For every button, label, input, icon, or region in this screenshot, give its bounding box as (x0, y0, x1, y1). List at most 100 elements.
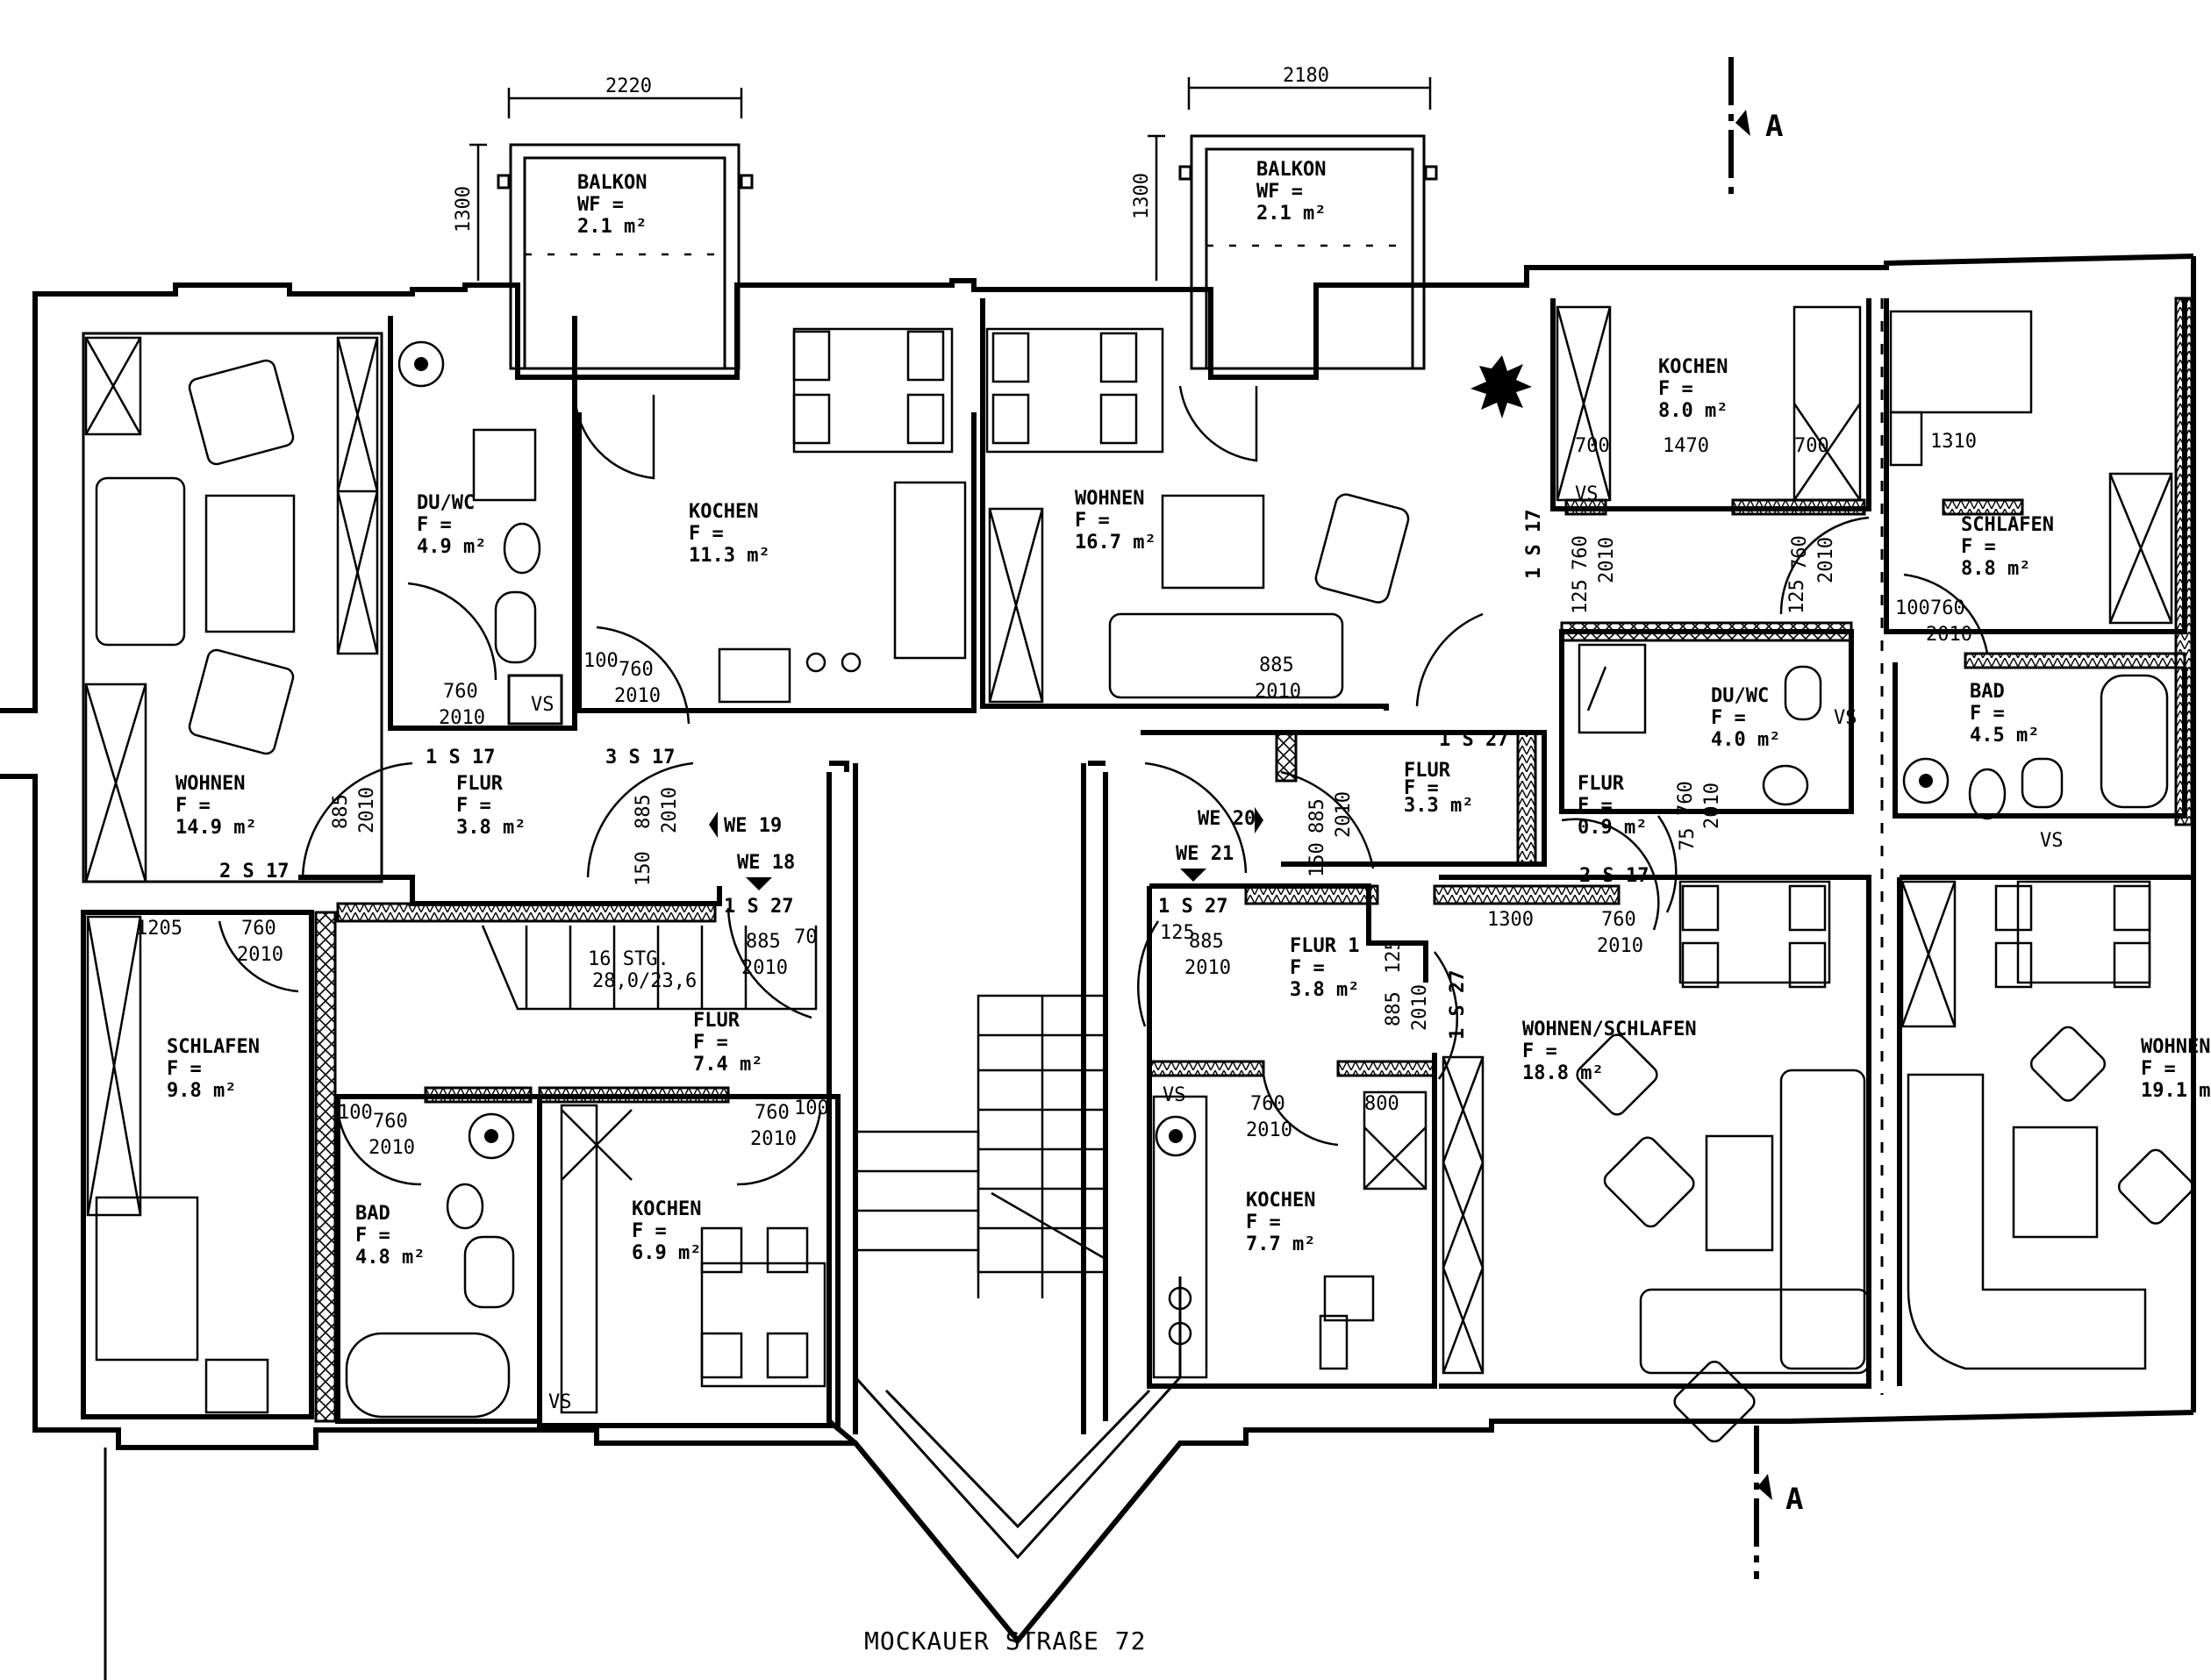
plan-text: FLUR (1578, 773, 1625, 795)
door-swings (218, 385, 1989, 1186)
balcony-right-depth-dim: 1300 (1131, 173, 1153, 219)
plan-text: 11.3 m² (689, 545, 770, 567)
plan-text: 760 (1675, 781, 1697, 816)
street-label: MOCKAUER STRAßE 72 (864, 1626, 1146, 1655)
plan-text: 0.9 m² (1578, 817, 1647, 839)
plan-text: DU/WC (1711, 685, 1769, 707)
plan-text: 885 (1306, 798, 1328, 833)
balcony-left-area-label: WF = (577, 194, 624, 216)
balcony-left-depth-dim: 1300 (453, 186, 475, 232)
balcony-right-name: BALKON (1256, 159, 1326, 181)
unit-label-we20: WE 20 (1198, 808, 1256, 830)
section-marker-top[interactable]: A (1728, 57, 1783, 197)
plan-text: VS (1834, 707, 1857, 729)
plan-text: KOCHEN (632, 1198, 701, 1220)
plan-text: 28,0/23,6 (592, 970, 697, 992)
plan-text: WOHNEN/SCHLAFEN (1522, 1019, 1697, 1040)
plan-text: 700 (1794, 435, 1829, 457)
plan-text: F = (1246, 1212, 1281, 1233)
plan-text: FLUR (1404, 760, 1451, 782)
plan-text: F = (2141, 1058, 2176, 1080)
plan-text: 8.0 m² (1658, 400, 1728, 422)
plan-text: F = (1578, 795, 1613, 817)
plan-text: KOCHEN (1658, 356, 1728, 378)
unit-label-we21: WE 21 (1176, 843, 1234, 865)
plan-text: FLUR (456, 773, 504, 795)
plan-text: 3.8 m² (456, 817, 526, 839)
plan-text: 3.3 m² (1404, 795, 1473, 817)
plan-text: 2010 (1184, 957, 1231, 979)
plan-text: 4.9 m² (417, 536, 486, 558)
plan-text: 8.8 m² (1961, 558, 2030, 580)
plan-text: 2010 (750, 1128, 797, 1150)
plan-text: F = (632, 1220, 667, 1242)
unit-label-we18: WE 18 (737, 852, 795, 874)
plan-text: 2010 (237, 944, 283, 966)
plan-text: 760 (755, 1102, 790, 1124)
plan-text: F = (417, 514, 452, 536)
section-marker-bottom[interactable]: A (1754, 1426, 1803, 1579)
plan-text: 100 (583, 650, 619, 672)
plan-text: 2010 (614, 685, 661, 707)
plan-text: 4.5 m² (1970, 725, 2039, 747)
plan-text: 100 (338, 1102, 373, 1124)
plan-text: 885 (1259, 654, 1294, 676)
plan-text: 2010 (1246, 1119, 1292, 1141)
plan-text: 2010 (356, 787, 378, 833)
balcony-right-area: 2.1 m² (1256, 203, 1326, 225)
plan-text: F = (1658, 378, 1693, 400)
section-marker-top-label: A (1765, 109, 1783, 144)
plan-text: DU/WC (417, 492, 475, 514)
room-du-wc-4-9: DU/WCF =4.9 m² (417, 492, 486, 558)
plan-text: 760 (1930, 597, 1965, 619)
plan-text: F = (1290, 957, 1325, 979)
plan-text: 2010 (1597, 935, 1643, 957)
plan-text: 150 (1306, 842, 1328, 877)
plan-text: 9.8 m² (167, 1080, 236, 1102)
section-marker-bottom-label: A (1785, 1482, 1803, 1517)
furniture (84, 305, 2194, 1443)
balcony-left: 2220 1300 BALKON WF = 2.1 m² (453, 75, 754, 370)
plan-text: 3 S 17 (605, 747, 675, 769)
plan-text: 2010 (659, 787, 681, 833)
door-codes: 1 S 17 3 S 17 2 S 17 1 S 27 1 S 27 1 S 2… (219, 510, 1649, 1040)
plan-text: 16.7 m² (1075, 532, 1156, 554)
plan-text: F = (167, 1058, 202, 1080)
exterior-walls (0, 254, 2196, 1680)
plan-text: WOHNEN (1075, 488, 1144, 510)
plan-text: 2010 (1701, 783, 1723, 829)
plan-text: 7.4 m² (693, 1054, 762, 1076)
plan-text: 3.8 m² (1290, 979, 1359, 1001)
plan-text: 18.8 m² (1522, 1062, 1604, 1084)
plan-text: KOCHEN (1246, 1190, 1315, 1212)
plan-text: WOHNEN (2141, 1036, 2210, 1058)
plan-text: F = (689, 523, 724, 545)
plan-text: 885 (633, 794, 655, 829)
plan-text: VS (531, 694, 555, 716)
plan-text: 16 STG. (588, 948, 669, 970)
vs-labels: VS VS VS VS VS VS (531, 483, 2064, 1413)
plan-text: FLUR (693, 1010, 741, 1032)
plan-text: 2010 (1596, 537, 1618, 583)
plan-text: KOCHEN (689, 501, 758, 523)
plan-text: F = (456, 795, 491, 817)
plan-text: 19.1 m² (2141, 1080, 2211, 1102)
plan-text: 2 S 17 (219, 861, 289, 883)
plan-text: 4.0 m² (1711, 729, 1780, 751)
plan-text: FLUR 1 (1290, 935, 1359, 957)
plan-text: 2010 (1255, 681, 1301, 703)
unit-label-we19: WE 19 (724, 815, 782, 837)
plan-text: 1310 (1930, 431, 1977, 453)
plan-text: SCHLAFEN (167, 1036, 260, 1058)
balcony-right-area-label: WF = (1256, 181, 1303, 203)
plan-text: 760 (1789, 535, 1811, 570)
plan-text: 700 (1575, 435, 1610, 457)
plan-text: F = (175, 795, 211, 817)
plan-text: VS (1575, 483, 1599, 505)
room-flur1-3-8: FLUR 1F =3.8 m² (1290, 935, 1359, 1001)
